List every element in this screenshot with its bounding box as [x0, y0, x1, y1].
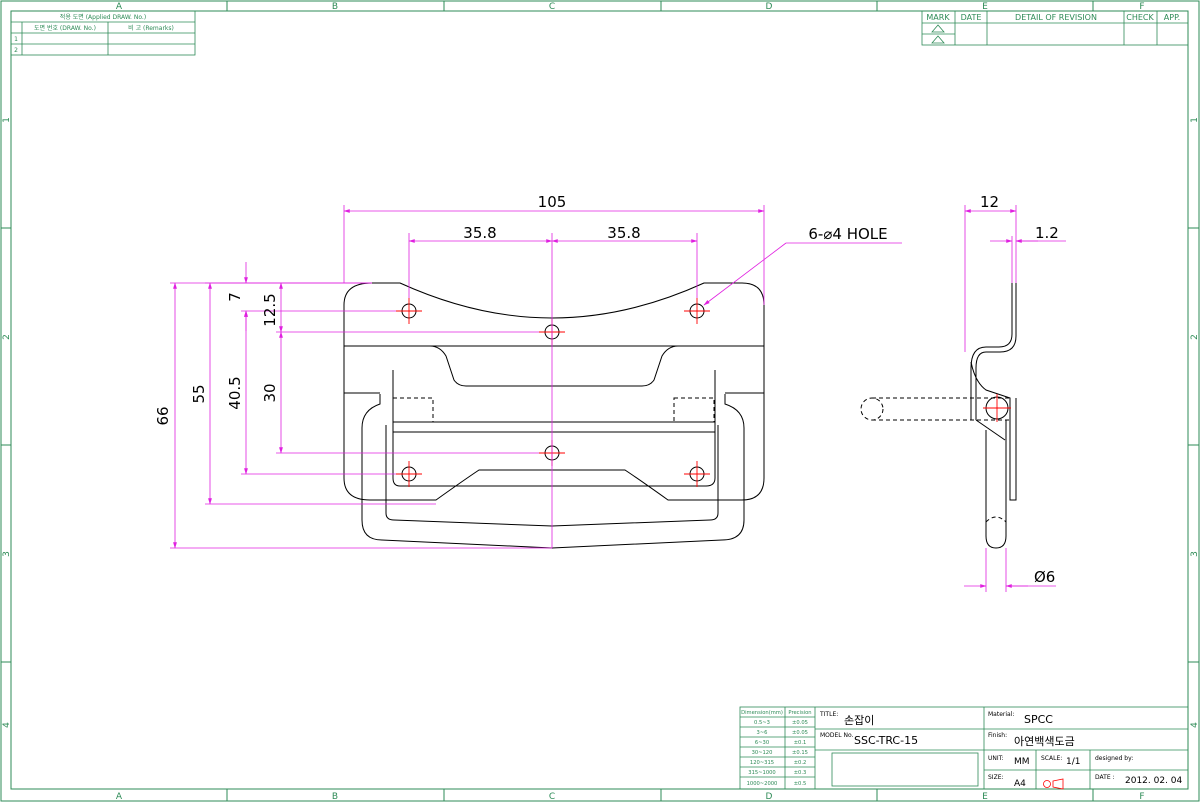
row-label-left: 2 [2, 334, 12, 340]
tolerance-dimension: 6~30 [755, 740, 769, 746]
row-label-right: 3 [1190, 551, 1200, 557]
row-label-left: 1 [2, 117, 12, 123]
tolerance-precision: ±0.15 [792, 750, 808, 756]
grip-recess [344, 345, 764, 387]
title-label: TITLE: [819, 711, 838, 718]
col-label-top: B [332, 2, 338, 12]
dim-1-2: 1.2 [1035, 224, 1059, 242]
projection-symbol-icon [1043, 778, 1064, 790]
row-label-right: 1 [1190, 117, 1200, 123]
dim-30: 30 [261, 383, 279, 402]
revision-header-check: CHECK [1126, 13, 1154, 22]
scale-label: SCALE: [1041, 755, 1062, 762]
front-dimension-labels: 105 35.8 35.8 6-⌀4 HOLE 66 55 40.5 30 12… [154, 193, 888, 426]
applied-table-row: 1 [14, 36, 18, 43]
date-label: DATE : [1095, 774, 1115, 781]
col-label-bottom: A [116, 792, 123, 802]
col-label-bottom: C [549, 792, 555, 802]
col-label-top: E [982, 2, 988, 12]
title-value: 손잡이 [844, 714, 874, 727]
designed-label: designed by: [1095, 755, 1133, 762]
tolerance-precision: ±0.2 [794, 760, 807, 766]
revision-header-mark: MARK [926, 13, 950, 22]
applied-table-col1: 도면 번호 (DRAW. No.) [34, 24, 96, 32]
applied-table-row: 2 [14, 47, 18, 54]
tolerance-precision: ±0.05 [792, 730, 808, 736]
revision-mark-icon [931, 24, 945, 33]
material-label: Material: [988, 711, 1014, 718]
revision-header-app: APP. [1164, 13, 1180, 22]
tolerance-dimension: 30~120 [752, 750, 773, 756]
tolerance-dimension: 3~6 [757, 730, 768, 736]
applied-table-title: 적용 도면 (Applied DRAW. No.) [60, 13, 146, 21]
dim-12: 12 [980, 193, 999, 211]
model-value: SSC-TRC-15 [854, 734, 918, 747]
material-value: SPCC [1024, 713, 1053, 726]
title-block: Dimension(mm) Precision 0.5~3 ±0.05 3~6 … [739, 706, 1189, 790]
dim-35-8-right: 35.8 [607, 224, 640, 242]
tolerance-dimension: 120~315 [750, 760, 774, 766]
dim-roll-diameter: Ø6 [1034, 568, 1055, 586]
revision-header-date: DATE [961, 13, 982, 22]
front-view [343, 282, 765, 549]
revision-table: MARK DATE DETAIL OF REVISION CHECK APP. [921, 10, 1189, 46]
dim-105: 105 [538, 193, 567, 211]
tolerance-dimension: 315~1000 [748, 770, 775, 776]
row-label-left: 3 [2, 551, 12, 557]
tolerance-header-dimension: Dimension(mm) [741, 710, 783, 716]
size-label: SIZE: [988, 774, 1004, 781]
side-dimension-labels: 12 1.2 Ø6 [980, 193, 1059, 586]
col-label-top: A [116, 2, 123, 12]
finish-label: Finish: [988, 732, 1007, 739]
col-label-bottom: F [1139, 792, 1144, 802]
unit-label: UNIT: [988, 755, 1004, 762]
dim-55: 55 [190, 384, 208, 403]
dim-12-5: 12.5 [261, 293, 279, 326]
front-dimensions [170, 205, 902, 549]
dim-35-8-left: 35.8 [463, 224, 496, 242]
revision-mark-icon [931, 35, 945, 44]
size-value: A4 [1014, 779, 1026, 789]
col-label-bottom: B [332, 792, 338, 802]
row-label-right: 4 [1190, 722, 1200, 728]
tolerance-precision: ±0.05 [792, 720, 808, 726]
dim-40-5: 40.5 [226, 376, 244, 409]
col-label-bottom: D [766, 792, 773, 802]
tolerance-header-precision: Precision [788, 710, 811, 716]
dim-hole-callout: 6-⌀4 HOLE [808, 225, 887, 243]
tolerance-precision: ±0.5 [794, 781, 807, 787]
dim-66: 66 [154, 406, 172, 425]
finish-value: 아연백색도금 [1014, 735, 1075, 748]
applied-table-col2: 비 고 (Remarks) [128, 24, 174, 32]
revision-header-detail: DETAIL OF REVISION [1015, 13, 1097, 22]
col-label-top: F [1139, 2, 1144, 12]
side-dimensions [964, 205, 1066, 592]
mounting-holes [401, 303, 705, 482]
tolerance-dimension: 0.5~3 [754, 720, 770, 726]
bail-outline [361, 394, 745, 549]
tolerance-precision: ±0.1 [794, 740, 807, 746]
scale-value: 1/1 [1066, 757, 1080, 767]
row-label-left: 4 [2, 722, 12, 728]
tolerance-precision: ±0.3 [794, 770, 807, 776]
tolerance-dimension: 1000~2000 [747, 781, 778, 787]
row-label-right: 2 [1190, 334, 1200, 340]
dim-7: 7 [226, 292, 244, 302]
side-view [860, 283, 1017, 549]
model-label: MODEL No. [820, 732, 854, 739]
date-value: 2012. 02. 04 [1125, 776, 1183, 786]
col-label-bottom: E [982, 792, 988, 802]
applied-drawing-table: 적용 도면 (Applied DRAW. No.) 도면 번호 (DRAW. N… [10, 10, 196, 56]
col-label-top: D [766, 2, 773, 12]
col-label-top: C [549, 2, 555, 12]
unit-value: MM [1014, 757, 1030, 767]
